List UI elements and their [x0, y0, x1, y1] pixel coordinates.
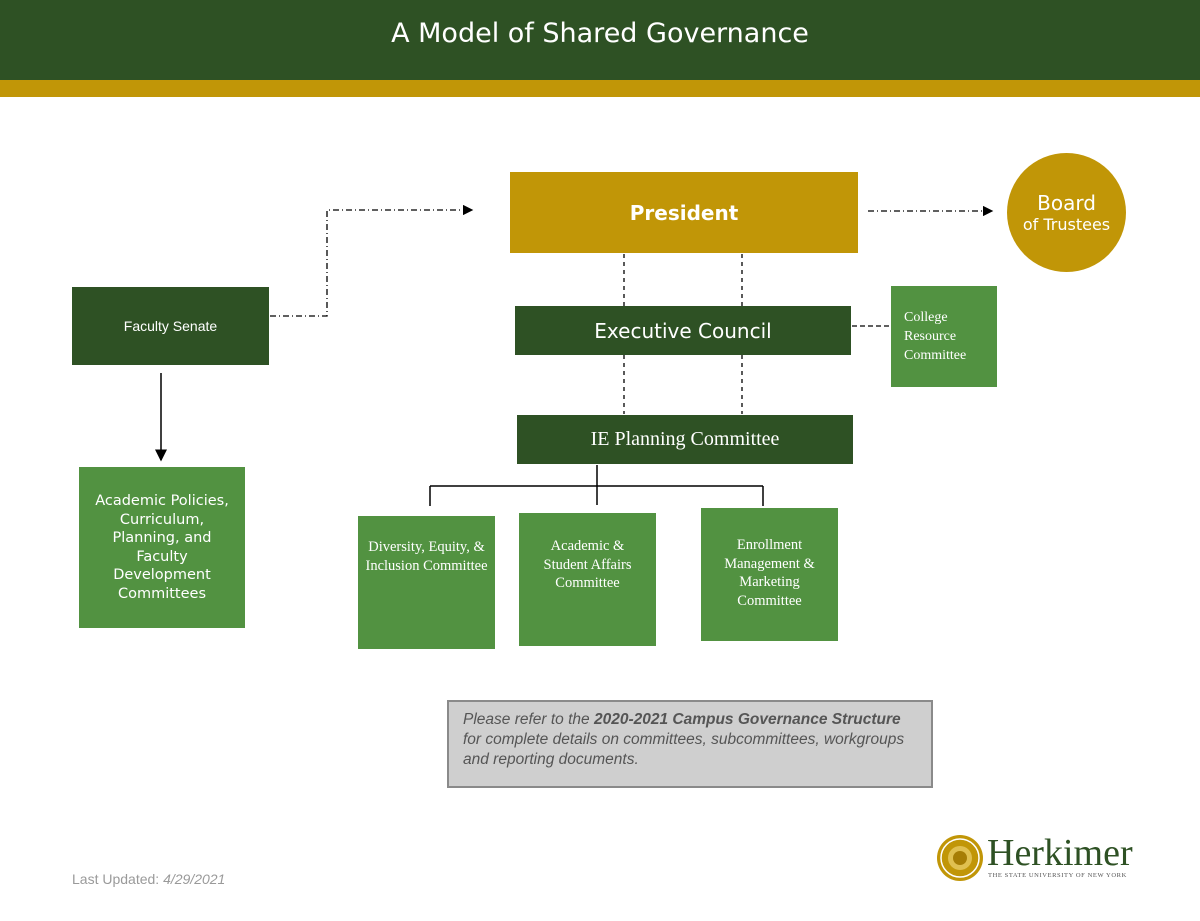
board-of-trustees-circle: Board of Trustees: [1007, 153, 1126, 272]
logo-name: Herkimer: [987, 832, 1133, 874]
enrollment-committee-label: Enrollment Management & Marketing Commit…: [724, 537, 815, 609]
ie-planning-label: IE Planning Committee: [590, 428, 780, 450]
note-bold: 2020-2021 Campus Governance Structure: [593, 711, 901, 728]
note-prefix: Please refer to the: [463, 711, 594, 728]
header-bar: [0, 0, 1200, 80]
last-updated-label: Last Updated:: [72, 871, 164, 887]
faculty-senate-box: Faculty Senate: [72, 287, 269, 365]
president-box: President: [510, 172, 858, 253]
last-updated-date: 4/29/2021: [163, 871, 226, 887]
ie-planning-box: IE Planning Committee: [517, 415, 853, 464]
college-resource-box: College Resource Committee: [891, 286, 997, 387]
page-title: A Model of Shared Governance: [391, 18, 809, 49]
executive-council-label: Executive Council: [594, 318, 772, 343]
executive-council-box: Executive Council: [515, 306, 851, 355]
board-line1: Board: [1037, 190, 1096, 215]
logo-tagline: THE STATE UNIVERSITY OF NEW YORK: [988, 872, 1127, 879]
note-suffix: for complete details on committees, subc…: [463, 731, 905, 768]
college-resource-label: College Resource Committee: [904, 310, 967, 363]
senate-to-president-line: [270, 204, 474, 317]
enrollment-committee-box: Enrollment Management & Marketing Commit…: [701, 508, 838, 641]
academic-policies-box: Academic Policies, Curriculum, Planning,…: [79, 467, 245, 628]
president-label: President: [629, 200, 739, 225]
gold-divider: [0, 80, 1200, 97]
seal-icon: [937, 835, 983, 881]
herkimer-logo: Herkimer THE STATE UNIVERSITY OF NEW YOR…: [935, 833, 1150, 883]
academic-policies-label: Academic Policies, Curriculum, Planning,…: [95, 493, 229, 602]
faculty-senate-label: Faculty Senate: [123, 318, 218, 334]
governance-note: Please refer to the 2020-2021 Campus Gov…: [447, 700, 933, 788]
dei-committee-box: Diversity, Equity, & Inclusion Committee: [358, 516, 495, 649]
academic-student-affairs-label: Academic & Student Affairs Committee: [543, 538, 632, 591]
board-line2: of Trustees: [1022, 214, 1111, 234]
dei-committee-label: Diversity, Equity, & Inclusion Committee: [365, 539, 488, 574]
last-updated: Last Updated: 4/29/2021: [72, 871, 225, 887]
academic-student-affairs-box: Academic & Student Affairs Committee: [519, 513, 656, 646]
